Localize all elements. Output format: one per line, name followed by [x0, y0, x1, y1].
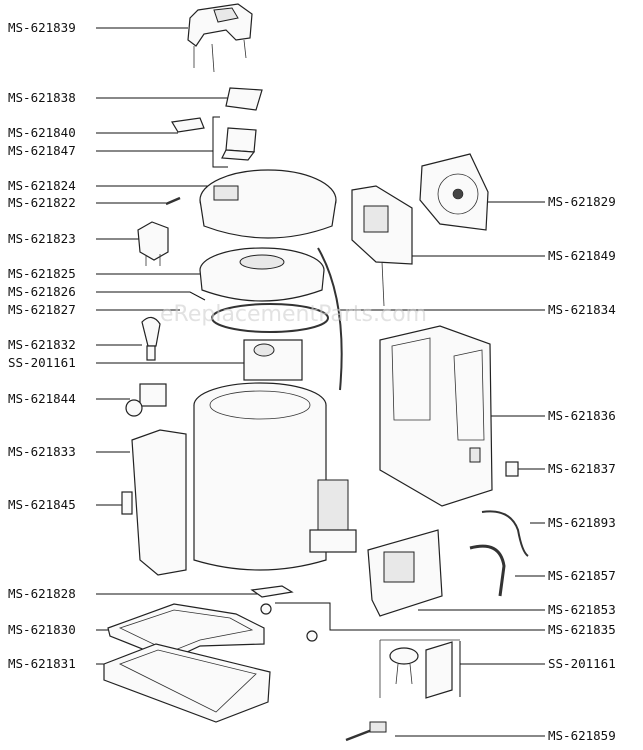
- drip-tray: [103, 643, 271, 723]
- callout-label[interactable]: MS-621845: [8, 497, 76, 512]
- callout-label[interactable]: MS-621847: [8, 143, 76, 158]
- callout-label[interactable]: MS-621839: [8, 20, 76, 35]
- gasket-ring: [211, 303, 329, 333]
- callout-label[interactable]: MS-621826: [8, 284, 76, 299]
- callout-label[interactable]: MS-621835: [548, 622, 616, 637]
- cable-part: [469, 544, 506, 597]
- callout-label[interactable]: MS-621893: [548, 515, 616, 530]
- rear-housing: [379, 325, 493, 507]
- top-control-cover: [187, 3, 253, 73]
- screw: [165, 196, 181, 206]
- callout-label[interactable]: SS-201161: [8, 355, 76, 370]
- top-assembly: [199, 247, 325, 302]
- spout-part: [125, 383, 167, 417]
- heatsink-part: [351, 185, 413, 307]
- callout-label[interactable]: MS-621853: [548, 602, 616, 617]
- callout-label[interactable]: MS-621838: [8, 90, 76, 105]
- callout-label[interactable]: MS-621857: [548, 568, 616, 583]
- clip-part: [171, 117, 205, 133]
- fan-unit: [419, 153, 489, 231]
- callout-label[interactable]: MS-621828: [8, 586, 76, 601]
- foot-part: [260, 603, 272, 615]
- callout-label[interactable]: MS-621823: [8, 231, 76, 246]
- callout-label[interactable]: MS-621849: [548, 248, 616, 263]
- switch-part: [505, 461, 519, 477]
- callout-label[interactable]: MS-621824: [8, 178, 76, 193]
- callout-label[interactable]: MS-621830: [8, 622, 76, 637]
- callout-label[interactable]: MS-621859: [548, 728, 616, 743]
- callout-label[interactable]: MS-621833: [8, 444, 76, 459]
- callout-label[interactable]: SS-201161: [548, 656, 616, 671]
- drip-plate: [250, 585, 294, 598]
- cord-wire: [317, 247, 343, 391]
- callout-label[interactable]: MS-621829: [548, 194, 616, 209]
- watermark-text: eReplacementParts.com: [160, 302, 427, 327]
- right-callouts: MS-621829 MS-621849 MS-621834 MS-621836 …: [548, 194, 616, 743]
- callout-label[interactable]: MS-621844: [8, 391, 76, 406]
- front-panel: [131, 429, 187, 576]
- knob-part: [141, 316, 161, 361]
- lid: [199, 169, 337, 239]
- callout-label[interactable]: MS-621825: [8, 266, 76, 281]
- main-body: [193, 382, 357, 571]
- callout-label[interactable]: MS-621827: [8, 302, 76, 317]
- holder-part: [221, 127, 257, 161]
- small-plate: [225, 87, 263, 111]
- callout-label[interactable]: MS-621832: [8, 337, 76, 352]
- callout-label[interactable]: MS-621822: [8, 195, 76, 210]
- callout-label[interactable]: MS-621836: [548, 408, 616, 423]
- leader-lines: [96, 27, 545, 737]
- callout-label[interactable]: MS-621834: [548, 302, 616, 317]
- callout-label[interactable]: MS-621840: [8, 125, 76, 140]
- thermostat-right: [379, 639, 460, 699]
- control-board: [367, 529, 443, 617]
- callout-label[interactable]: MS-621837: [548, 461, 616, 476]
- thermostat-center: [243, 339, 303, 381]
- power-cord: [345, 721, 387, 742]
- left-callouts: MS-621839 MS-621838 MS-621840 MS-621847 …: [8, 20, 76, 671]
- bracket-part: [137, 221, 169, 266]
- pin-part: [121, 491, 133, 515]
- foot-part: [306, 630, 318, 642]
- callout-label[interactable]: MS-621831: [8, 656, 76, 671]
- wire-harness: [481, 510, 529, 557]
